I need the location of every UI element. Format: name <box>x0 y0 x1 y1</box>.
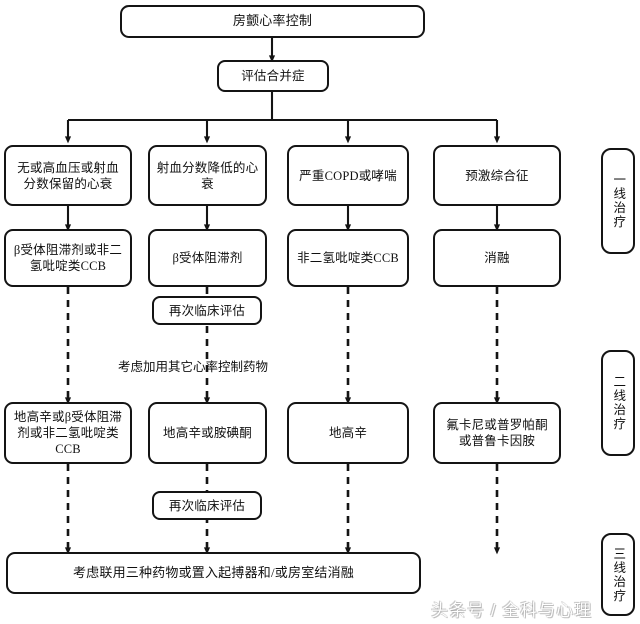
node-second-line-4-label: 氟卡尼或普罗帕酮或普鲁卡因胺 <box>446 418 548 448</box>
node-condition-1-label: 无或高血压或射血分数保留的心衰 <box>17 160 119 191</box>
node-condition-4[interactable]: 预激综合征 <box>433 145 561 206</box>
node-first-line-3-label: 非二氢吡啶类CCB <box>297 251 399 265</box>
node-condition-2[interactable]: 射血分数降低的心衰 <box>148 145 267 206</box>
node-first-line-1[interactable]: β受体阻滞剂或非二氢吡啶类CCB <box>4 229 132 287</box>
node-condition-4-label: 预激综合征 <box>465 168 529 183</box>
node-first-line-2-label: β受体阻滞剂 <box>172 251 243 265</box>
node-first-line-1-label: β受体阻滞剂或非二氢吡啶类CCB <box>13 243 123 273</box>
annotation-consider-additional-drugs: 考虑加用其它心率控制药物 <box>118 360 269 374</box>
node-first-line-4-label: 消融 <box>484 251 510 265</box>
node-second-line-2[interactable]: 地高辛或胺碘酮 <box>148 402 267 464</box>
node-final-combination-therapy-label: 考虑联用三种药物或置入起搏器和/或房室结消融 <box>72 564 354 580</box>
node-first-line-4[interactable]: 消融 <box>433 229 561 287</box>
node-entry-title-label: 房颤心率控制 <box>232 13 313 29</box>
phase-label-second-line: 二线治疗 <box>601 350 635 456</box>
node-second-line-1[interactable]: 地高辛或β受体阻滞剂或非二氢吡啶类CCB <box>4 402 132 464</box>
node-second-line-2-label: 地高辛或胺碘酮 <box>163 426 252 440</box>
node-condition-3-label: 严重COPD或哮喘 <box>299 168 397 183</box>
node-reassess-2-label: 再次临床评估 <box>168 498 246 513</box>
node-second-line-3[interactable]: 地高辛 <box>287 402 409 464</box>
phase-label-third-line: 三线治疗 <box>601 533 635 616</box>
node-final-combination-therapy[interactable]: 考虑联用三种药物或置入起搏器和/或房室结消融 <box>6 552 421 594</box>
phase-label-third-line-text: 三线治疗 <box>611 546 626 603</box>
node-second-line-3-label: 地高辛 <box>328 426 368 440</box>
node-second-line-1-label: 地高辛或β受体阻滞剂或非二氢吡啶类CCB <box>13 410 123 456</box>
node-condition-3[interactable]: 严重COPD或哮喘 <box>287 145 409 206</box>
node-assess-comorbidity[interactable]: 评估合并症 <box>217 60 329 92</box>
node-condition-1[interactable]: 无或高血压或射血分数保留的心衰 <box>4 145 132 206</box>
watermark: 头条号 / 全科与心理 <box>431 601 593 620</box>
phase-label-second-line-text: 二线治疗 <box>611 375 626 431</box>
phase-label-first-line-text: 一线治疗 <box>611 173 626 229</box>
node-second-line-4[interactable]: 氟卡尼或普罗帕酮或普鲁卡因胺 <box>433 402 561 464</box>
node-reassess-1-label: 再次临床评估 <box>168 303 246 318</box>
node-first-line-2[interactable]: β受体阻滞剂 <box>148 229 267 287</box>
node-reassess-1[interactable]: 再次临床评估 <box>152 296 262 325</box>
node-entry-title[interactable]: 房颤心率控制 <box>120 5 425 38</box>
node-assess-comorbidity-label: 评估合并症 <box>241 69 305 83</box>
node-reassess-2[interactable]: 再次临床评估 <box>152 491 262 520</box>
node-first-line-3[interactable]: 非二氢吡啶类CCB <box>287 229 409 287</box>
phase-label-first-line: 一线治疗 <box>601 148 635 254</box>
node-condition-2-label: 射血分数降低的心衰 <box>156 160 259 191</box>
